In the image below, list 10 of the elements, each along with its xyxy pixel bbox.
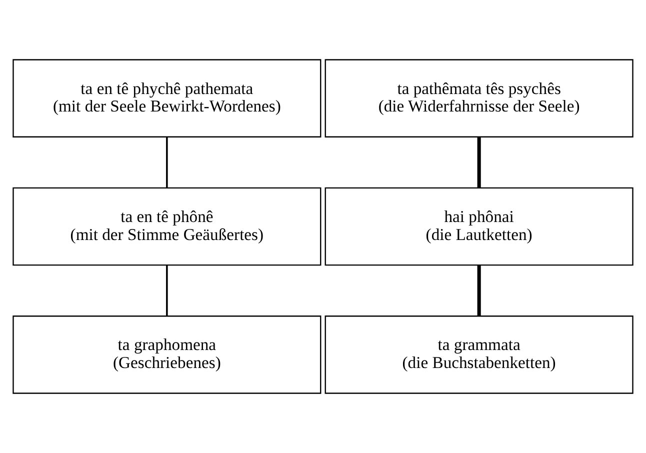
node-box: ta en tê phônê (mit der Stimme Geäußertes) — [12, 187, 322, 266]
node-box: ta graphomena (Geschriebenes) — [12, 316, 322, 394]
node-box: hai phônai (die Lautketten) — [324, 187, 634, 266]
node-box: ta en tê phychê pathemata (mit der Seele Bewirkt-Wordenes) — [12, 59, 322, 138]
node-box: ta grammata (die Buchstabenketten) — [324, 316, 634, 394]
node-box: ta pathêmata tês psychês (die Widerfahrnisse der Seele) — [324, 59, 634, 138]
connector — [166, 136, 168, 188]
connector — [166, 265, 168, 316]
connector — [477, 136, 481, 188]
connector — [477, 265, 481, 316]
